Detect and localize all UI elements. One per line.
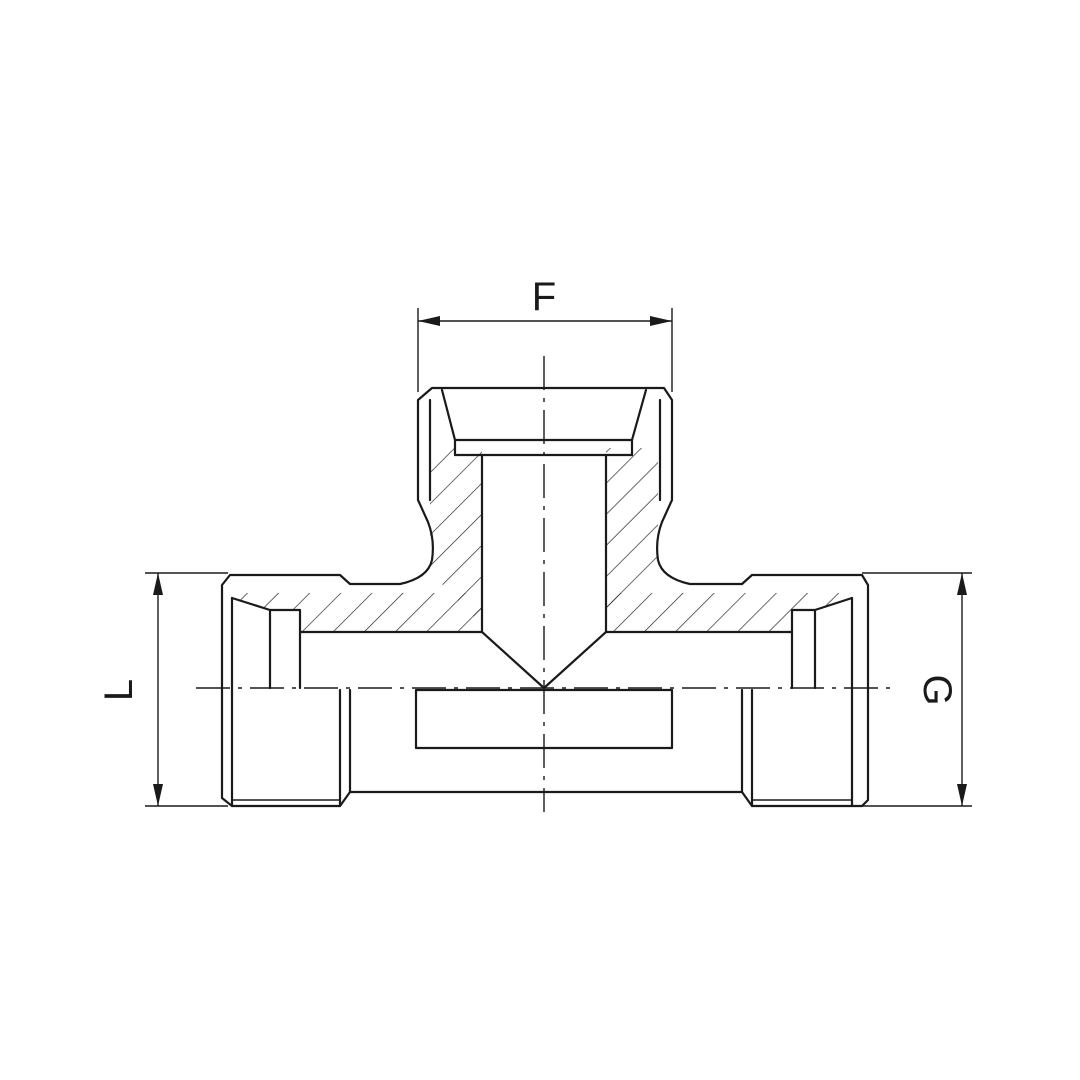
dimension-label-f: F	[532, 275, 556, 319]
section-hatch	[232, 448, 852, 632]
dimension-label-g: G	[915, 674, 959, 705]
center-lines	[196, 356, 896, 812]
dimension-f	[417, 308, 673, 392]
dimension-l	[145, 572, 228, 807]
dimension-label-l: L	[97, 679, 141, 701]
dimension-g	[862, 572, 972, 807]
